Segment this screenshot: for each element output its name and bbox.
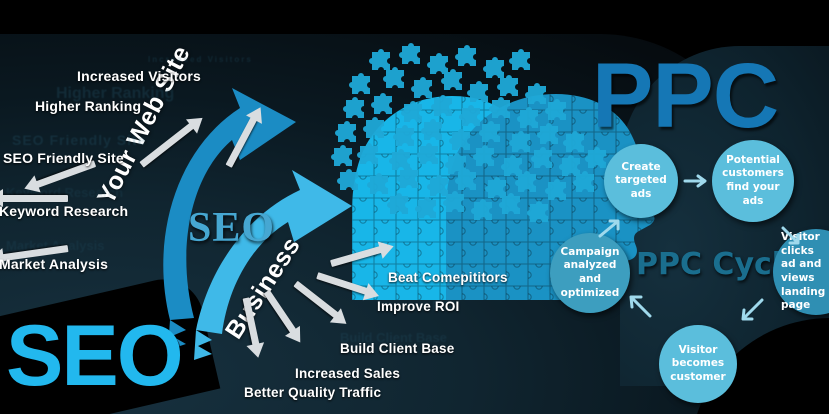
wordmark-seo-large: SEO	[6, 308, 184, 404]
ghost-label-build-client-base: Build Client Base	[340, 330, 447, 345]
ppc-step-line: Potential	[726, 153, 780, 166]
ppc-step-line: customers	[722, 167, 784, 180]
label-keyword-research: Keyword Research	[0, 203, 129, 219]
ppc-step-visitor-clicks-ad[interactable]: Visitor clicks ad and views landing page	[773, 229, 829, 315]
ghost-label-improve-roi: Improve ROI	[378, 298, 456, 313]
label-build-client-base: Build Client Base	[340, 341, 455, 356]
ppc-step-potential-customers-find-your-ads[interactable]: Potential customers find your ads	[712, 140, 794, 222]
ppc-step-line: find your ads	[726, 181, 780, 207]
ppc-step-line: optimized	[560, 286, 620, 299]
ppc-step-line: Visitor clicks	[781, 231, 820, 257]
ppc-step-create-targeted-ads[interactable]: Create targeted ads	[604, 144, 678, 218]
ppc-step-line: Visitor	[678, 343, 718, 356]
ppc-step-line: landing page	[781, 285, 826, 312]
label-higher-ranking: Higher Ranking	[35, 98, 142, 114]
label-seo-friendly-site: SEO Friendly Site	[3, 150, 124, 166]
ghost-label-increased-visitors: Increased Visitors	[148, 55, 253, 64]
ghost-label-seo-friendly-site: SEO Friendly Site	[12, 132, 147, 148]
ppc-step-line: Campaign	[560, 245, 620, 258]
label-market-analysis: Market Analysis	[0, 256, 109, 272]
arrow-to-keyword-research	[2, 195, 68, 202]
ppc-step-line: Create	[621, 160, 661, 173]
ppc-step-line: ad and views	[781, 258, 822, 284]
wordmark-ppc-large: PPC	[592, 45, 779, 147]
label-increased-visitors: Increased Visitors	[77, 68, 201, 84]
label-improve-roi: Improve ROI	[377, 299, 460, 314]
ppc-step-line: becomes	[671, 357, 725, 370]
ppc-step-campaign-analyzed-and-optimized[interactable]: Campaign analyzed and optimized	[550, 233, 630, 313]
label-beat-competitors: Beat Comepititors	[388, 270, 508, 285]
wordmark-seo-medium: SEO	[188, 205, 276, 251]
label-better-quality-traffic: Better Quality Traffic	[244, 385, 382, 400]
ppc-step-line: targeted ads	[615, 174, 667, 200]
ghost-label-higher-ranking: Higher Ranking	[56, 85, 175, 102]
ppc-step-line: customer	[670, 370, 726, 383]
label-increased-sales: Increased Sales	[295, 366, 401, 381]
ppc-step-line: analyzed and	[563, 259, 617, 285]
ppc-step-visitor-becomes-customer[interactable]: Visitor becomes customer	[659, 325, 737, 403]
